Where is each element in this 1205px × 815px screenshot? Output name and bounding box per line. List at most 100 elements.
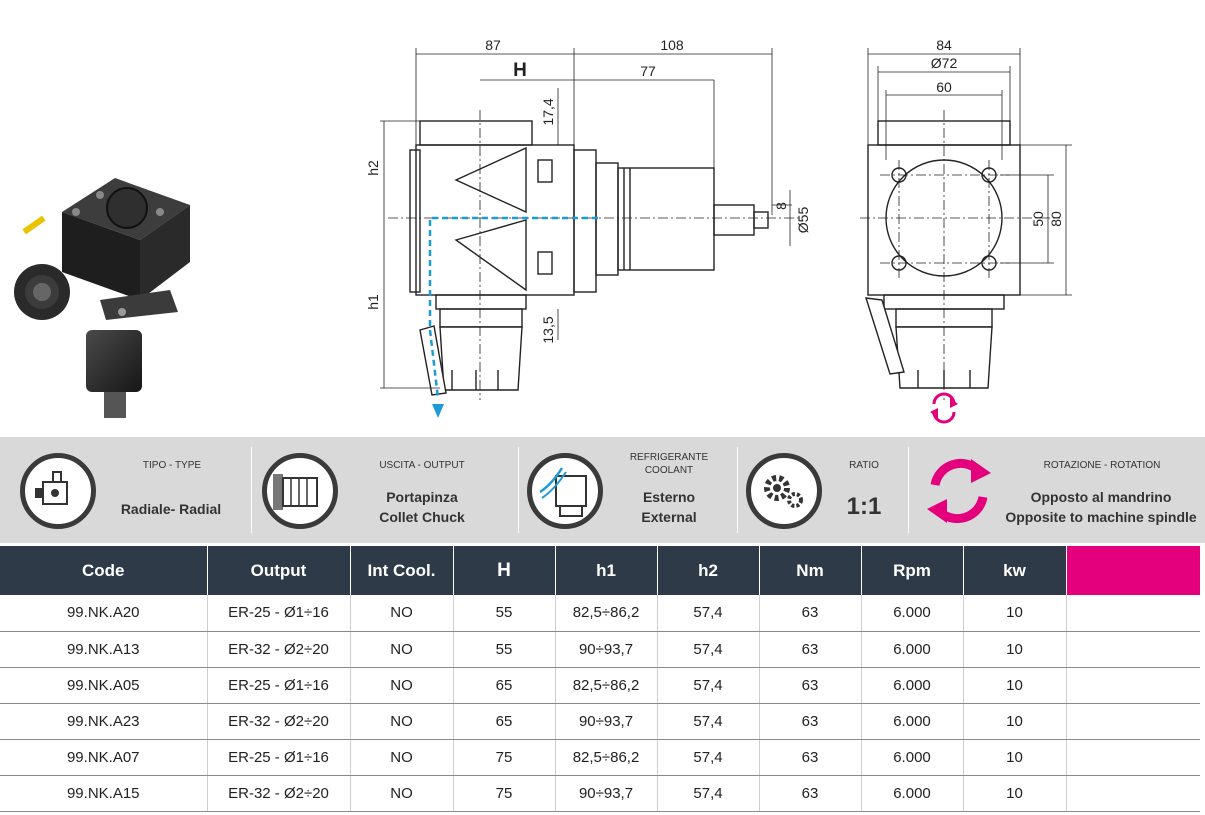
cell-empty	[1066, 667, 1200, 704]
cell-kw: 10	[963, 775, 1067, 812]
cell-rpm: 6.000	[861, 703, 964, 740]
feature-divider	[251, 447, 252, 533]
dim-77: 77	[640, 63, 656, 79]
col-header-accent	[1066, 546, 1200, 595]
feature-coolant-value-1: Esterno	[642, 489, 696, 505]
cell-output: ER-32 - Ø2÷20	[207, 703, 351, 740]
table-row: 99.NK.A07 ER-25 - Ø1÷16 NO 75 82,5÷86,2 …	[0, 739, 1200, 776]
cell-empty	[1066, 703, 1200, 740]
cell-h2: 57,4	[657, 739, 760, 776]
feature-divider	[518, 447, 519, 533]
cell-code: 99.NK.A15	[0, 775, 208, 812]
dim-h: H	[513, 60, 527, 81]
cell-output: ER-25 - Ø1÷16	[207, 667, 351, 704]
col-header-h2: h2	[657, 546, 760, 595]
cell-h2: 57,4	[657, 595, 760, 632]
cell-nm: 63	[759, 631, 862, 668]
cell-code: 99.NK.A07	[0, 739, 208, 776]
external-coolant-icon	[527, 453, 603, 529]
feature-output-title: USCITA - OUTPUT	[379, 460, 465, 471]
dim-d72: Ø72	[931, 55, 958, 71]
col-header-kw: kw	[963, 546, 1067, 595]
front-view	[865, 120, 1021, 389]
dim-17-4: 17,4	[540, 98, 556, 125]
cell-h: 75	[453, 775, 556, 812]
cell-int-cool: NO	[350, 631, 454, 668]
cell-empty	[1066, 739, 1200, 776]
table-row: 99.NK.A05 ER-25 - Ø1÷16 NO 65 82,5÷86,2 …	[0, 667, 1200, 704]
feature-type-title: TIPO - TYPE	[142, 460, 202, 471]
feature-coolant-title-2: COOLANT	[644, 465, 694, 476]
table-header-row: Code Output Int Cool. H h1 h2 Nm Rpm kw	[0, 546, 1200, 595]
cell-h2: 57,4	[657, 703, 760, 740]
coolant-path	[428, 216, 598, 399]
col-header-h: H	[453, 546, 556, 595]
cell-int-cool: NO	[350, 595, 454, 632]
cell-h1: 82,5÷86,2	[555, 595, 658, 632]
gears-icon	[746, 453, 822, 529]
cell-int-cool: NO	[350, 703, 454, 740]
dim-d55: Ø55	[795, 207, 811, 234]
cell-h1: 90÷93,7	[555, 775, 658, 812]
cell-code: 99.NK.A05	[0, 667, 208, 704]
col-header-nm: Nm	[759, 546, 862, 595]
cell-code: 99.NK.A13	[0, 631, 208, 668]
feature-ratio: RATIO 1:1	[738, 437, 908, 543]
col-header-int-cool: Int Cool.	[350, 546, 454, 595]
feature-rotation-value-2: Opposite to machine spindle	[1005, 509, 1197, 525]
spec-table: Code Output Int Cool. H h1 h2 Nm Rpm kw …	[0, 546, 1200, 812]
table-row: 99.NK.A20 ER-25 - Ø1÷16 NO 55 82,5÷86,2 …	[0, 595, 1200, 632]
cell-code: 99.NK.A23	[0, 703, 208, 740]
coolant-arrow-icon	[432, 404, 444, 418]
cell-h1: 82,5÷86,2	[555, 667, 658, 704]
dim-87: 87	[485, 37, 501, 53]
col-header-code: Code	[0, 546, 208, 595]
cell-kw: 10	[963, 667, 1067, 704]
feature-type-value: Radiale- Radial	[120, 501, 222, 517]
col-header-h1: h1	[555, 546, 658, 595]
features-band: TIPO - TYPE Radiale- Radial USCITA - OUT…	[0, 437, 1205, 543]
feature-ratio-value: 1:1	[846, 493, 882, 520]
cell-rpm: 6.000	[861, 739, 964, 776]
dim-13-5: 13,5	[540, 316, 556, 343]
table-row: 99.NK.A23 ER-32 - Ø2÷20 NO 65 90÷93,7 57…	[0, 703, 1200, 740]
feature-coolant: REFRIGERANTE COOLANT Esterno External	[519, 437, 737, 543]
cell-nm: 63	[759, 775, 862, 812]
dim-50: 50	[1030, 211, 1046, 227]
cell-h: 75	[453, 739, 556, 776]
cell-h: 65	[453, 667, 556, 704]
technical-drawing: 87 108 H 77 17,4 h2 h1 8 Ø55 13,5	[14, 37, 1072, 424]
radial-type-icon	[20, 453, 96, 529]
cell-kw: 10	[963, 739, 1067, 776]
product-render	[14, 178, 190, 418]
cell-int-cool: NO	[350, 775, 454, 812]
cell-kw: 10	[963, 595, 1067, 632]
cell-empty	[1066, 595, 1200, 632]
cell-kw: 10	[963, 703, 1067, 740]
feature-divider	[908, 447, 909, 533]
dim-80: 80	[1048, 211, 1064, 227]
cell-h1: 90÷93,7	[555, 631, 658, 668]
cell-h1: 82,5÷86,2	[555, 739, 658, 776]
cell-int-cool: NO	[350, 739, 454, 776]
cell-empty	[1066, 775, 1200, 812]
cell-code: 99.NK.A20	[0, 595, 208, 632]
feature-coolant-value-2: External	[641, 509, 697, 525]
cell-h2: 57,4	[657, 667, 760, 704]
cell-h: 65	[453, 703, 556, 740]
feature-rotation: ROTAZIONE - ROTATION Opposto al mandrino…	[909, 437, 1205, 543]
cell-h1: 90÷93,7	[555, 703, 658, 740]
feature-type: TIPO - TYPE Radiale- Radial	[0, 437, 250, 543]
dim-h2: h2	[365, 160, 381, 176]
cell-kw: 10	[963, 631, 1067, 668]
col-header-rpm: Rpm	[861, 546, 964, 595]
cell-output: ER-32 - Ø2÷20	[207, 775, 351, 812]
collet-chuck-icon	[262, 453, 338, 529]
feature-ratio-title: RATIO	[849, 460, 879, 471]
cell-empty	[1066, 631, 1200, 668]
cell-nm: 63	[759, 703, 862, 740]
dim-60: 60	[936, 79, 952, 95]
technical-drawing-area: 87 108 H 77 17,4 h2 h1 8 Ø55 13,5	[14, 37, 1072, 424]
cell-output: ER-25 - Ø1÷16	[207, 739, 351, 776]
cell-int-cool: NO	[350, 667, 454, 704]
